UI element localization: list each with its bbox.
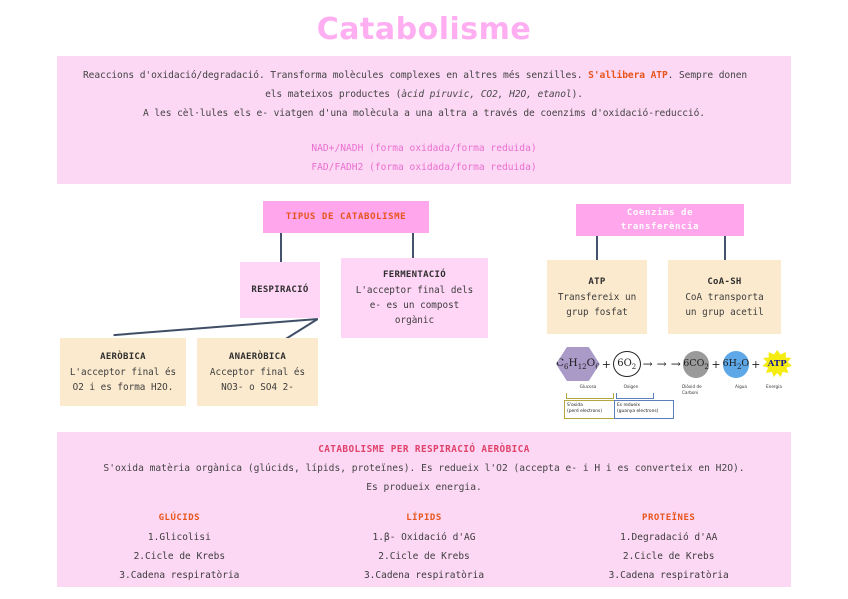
equation-label-glucose: Glucosa (579, 384, 597, 389)
box-aerobica-title: AERÒBICA (100, 351, 146, 362)
column-proteines: PROTEÏNES 1.Degradació d'AA 2.Cicle de K… (546, 509, 791, 585)
brace-reduction (616, 393, 654, 399)
atp-label: ATP (767, 359, 787, 369)
box-coash-title: CoA-SH (707, 276, 742, 287)
intro-line-1-part-a: Reaccions d'oxidació/degradació. Transfo… (83, 70, 589, 81)
atp-starburst-icon: ATP (762, 350, 793, 378)
intro-line-2-part-b: ). (571, 89, 583, 100)
column-lipids-item-3: 3.Cadena respiratòria (363, 570, 485, 581)
column-lipids-item-1: 1.β- Oxidació d'AG (372, 532, 476, 543)
co2-formula: 6CO2 (683, 357, 709, 371)
box-fermentacio: FERMENTACIÓ L'acceptor final dels e- es … (341, 258, 488, 338)
intro-products-italic: àcid piruvic, CO2, H2O, etanol (401, 89, 572, 100)
intro-line-3: A les cèl·lules els e- viatgen d'una mol… (143, 108, 705, 119)
h2o-formula: 6H2O (722, 357, 750, 371)
box-atp-title: ATP (588, 276, 606, 287)
connector-respiracio-to-aerobica (113, 318, 318, 337)
box-aerobica-line-1: L'acceptor final és (69, 366, 177, 378)
oxygen-circle-icon: 6O2 (612, 351, 641, 377)
column-glucids-header: GLÚCIDS (158, 513, 201, 523)
note-reduction-line-1: Es redueix (617, 403, 640, 408)
equation-label-water: Aigua (735, 384, 747, 389)
note-oxidation-line-2: (perd electrons) (567, 409, 603, 415)
bottom-panel-line-2: Es produeix energia. (366, 482, 482, 493)
coenzyme-fad-line: FAD/FADH2 (forma oxidada/forma reduida) (311, 162, 537, 173)
intro-line-2-part-a: els mateixos productes ( (265, 89, 402, 100)
equation-plus-2: + (711, 357, 721, 371)
box-respiracio-title: RESPIRACIÓ (251, 284, 309, 295)
column-lipids-header: LÍPIDS (406, 513, 442, 523)
column-glucids-item-3: 3.Cadena respiratòria (119, 570, 240, 581)
column-lipids-item-2: 2.Cicle de Krebs (378, 551, 470, 562)
brace-oxidation (566, 393, 614, 399)
box-coash-line-1: CoA transporta (685, 291, 764, 303)
box-aerobica: AERÒBICA L'acceptor final és O2 i es for… (60, 338, 186, 406)
box-fermentacio-line-3: orgànic (394, 315, 435, 326)
box-anaerobica-title: ANAERÒBICA (228, 351, 287, 362)
column-lipids: LÍPIDS 1.β- Oxidació d'AG 2.Cicle de Kre… (302, 509, 547, 585)
connector-header-to-fermentacio (412, 233, 414, 258)
column-glucids-item-2: 2.Cicle de Krebs (133, 551, 226, 562)
oxygen-formula: 6O2 (617, 357, 637, 371)
equation-row: C6H12O6 + 6O2 → → → 6CO2 + 6H2O + ATP (556, 344, 793, 384)
note-oxidation-line-1: S'oxida (567, 403, 583, 408)
intro-line-1-part-b: . Sempre donen (667, 70, 748, 81)
column-proteines-header: PROTEÏNES (642, 513, 696, 523)
intro-highlight-atp: S'allibera ATP (588, 70, 668, 81)
equation-plus-1: + (601, 357, 611, 371)
box-fermentacio-title: FERMENTACIÓ (383, 270, 446, 280)
box-atp-line-2: grup fosfat (566, 306, 628, 318)
equation-label-oxygen: Oxigen (623, 384, 639, 389)
column-glucids: GLÚCIDS 1.Glicolisi 2.Cicle de Krebs 3.C… (57, 509, 302, 585)
connector-coenzymes-to-coash (724, 236, 726, 260)
coenzymes-header-line-2: transferència (620, 222, 700, 232)
box-aerobica-line-2: O2 i es forma H2O. (72, 381, 174, 393)
respiration-equation-figure: C6H12O6 + 6O2 → → → 6CO2 + 6H2O + ATP Gl… (556, 338, 793, 428)
column-proteines-item-1: 1.Degradació d'AA (620, 532, 718, 543)
coenzymes-header-line-1: Coenzims de (626, 208, 694, 218)
box-atp-line-1: Transfereix un (557, 291, 637, 303)
box-anaerobica-line-1: Acceptor final és (209, 366, 306, 378)
equation-arrow-1: → (642, 357, 653, 371)
intro-panel: Reaccions d'oxidació/degradació. Transfo… (57, 56, 791, 184)
box-coash-line-2: un grup acetil (685, 306, 764, 318)
box-respiracio: RESPIRACIÓ (240, 262, 320, 318)
column-proteines-item-2: 2.Cicle de Krebs (622, 551, 715, 562)
box-anaerobica-line-2: NO3- o SO4 2- (221, 381, 294, 393)
equation-plus-3: + (751, 357, 761, 371)
water-circle-icon: 6H2O (722, 350, 750, 378)
page-title: Catabolisme (316, 12, 532, 47)
co2-circle-icon: 6CO2 (682, 350, 710, 378)
box-fermentacio-line-2: e- es un compost (369, 300, 460, 311)
column-glucids-item-1: 1.Glicolisi (147, 532, 211, 543)
coenzymes-header-chip: Coenzims de transferència (576, 204, 744, 236)
glucose-formula: C6H12O6 (556, 356, 600, 372)
glucose-hexagon-icon: C6H12O6 (556, 347, 600, 381)
bottom-panel-header: CATABOLISME PER RESPIRACIÓ AERÒBICA (318, 444, 530, 455)
box-coash: CoA-SH CoA transporta un grup acetil (668, 260, 781, 334)
intro-line-2: els mateixos productes (àcid piruvic, CO… (71, 85, 777, 104)
column-proteines-item-3: 3.Cadena respiratòria (608, 570, 729, 581)
box-anaerobica: ANAERÒBICA Acceptor final és NO3- o SO4 … (197, 338, 318, 406)
connector-header-to-respiracio (280, 233, 282, 262)
equation-label-energy: Energia (766, 384, 782, 389)
box-atp: ATP Transfereix un grup fosfat (547, 260, 647, 334)
connector-coenzymes-to-atp (596, 236, 598, 260)
note-reduction-line-2: (guanya electrons) (617, 409, 659, 415)
equation-label-co2: Diòxid de Carboni (682, 384, 702, 395)
types-header-chip: TIPUS DE CATABOLISME (263, 201, 429, 233)
bottom-panel-line-1: S'oxida matèria orgànica (glúcids, lípid… (103, 463, 745, 474)
equation-arrow-2: → (656, 357, 667, 371)
intro-line-1: Reaccions d'oxidació/degradació. Transfo… (71, 66, 777, 85)
pathway-columns: GLÚCIDS 1.Glicolisi 2.Cicle de Krebs 3.C… (57, 509, 791, 585)
aerobic-respiration-panel: CATABOLISME PER RESPIRACIÓ AERÒBICA S'ox… (57, 432, 791, 587)
note-oxidation: S'oxida (perd electrons) (564, 400, 616, 419)
coenzyme-nad-line: NAD+/NADH (forma oxidada/forma reduida) (311, 143, 537, 154)
types-header-label: TIPUS DE CATABOLISME (285, 212, 407, 222)
box-fermentacio-line-1: L'acceptor final dels (355, 285, 474, 296)
intro-spacer (71, 123, 777, 139)
note-reduction: Es redueix (guanya electrons) (614, 400, 674, 419)
equation-arrow-3: → (670, 357, 681, 371)
